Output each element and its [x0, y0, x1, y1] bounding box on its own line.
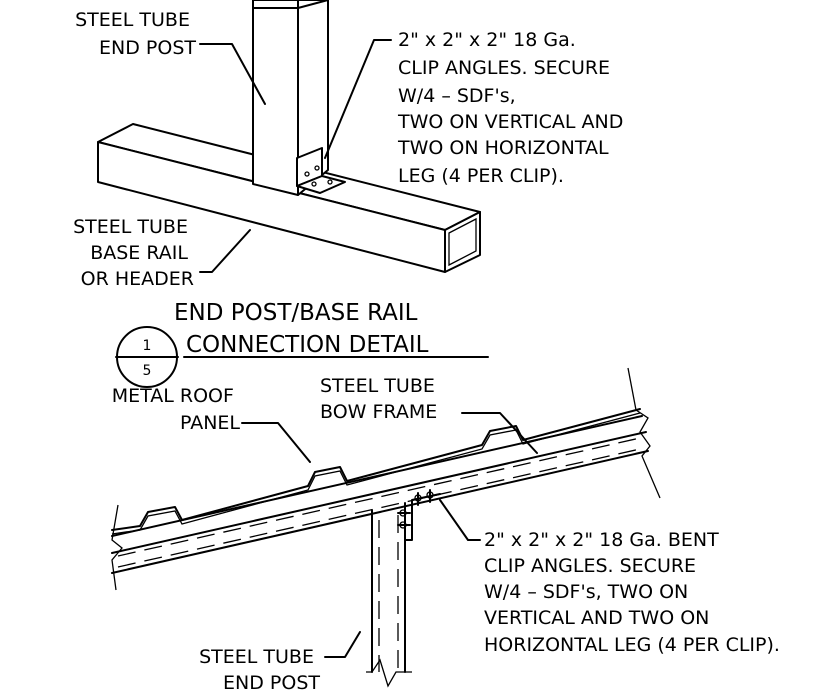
detail-callout-bubble: 1 5	[115, 326, 179, 388]
bow-frame-label: STEEL TUBE BOW FRAME	[320, 375, 441, 423]
clip-angle-top	[296, 147, 346, 194]
bow-frame-label-line-2: BOW FRAME	[320, 401, 437, 423]
detail-number: 1	[143, 338, 152, 354]
clip-note-top: 2" x 2" x 2" 18 Ga. CLIP ANGLES. SECURE …	[397, 29, 629, 187]
leader-base-rail	[199, 229, 251, 273]
leader-roof-panel	[241, 422, 311, 463]
leader-clip-bottom	[439, 499, 481, 541]
clip-note-bottom: 2" x 2" x 2" 18 Ga. BENT CLIP ANGLES. SE…	[484, 529, 780, 656]
leader-clip-top	[324, 39, 392, 159]
clip-note-top-line-2: CLIP ANGLES. SECURE	[398, 57, 610, 79]
clip-note-top-line-4: TWO ON VERTICAL AND	[397, 111, 623, 133]
roof-panel-label-line-1: METAL ROOF	[112, 385, 234, 407]
clip-note-top-line-6: LEG (4 PER CLIP).	[398, 165, 564, 187]
clip-note-bottom-line-5: HORIZONTAL LEG (4 PER CLIP).	[484, 634, 780, 656]
base-rail-label-line-1: STEEL TUBE	[73, 216, 188, 238]
base-rail-label: STEEL TUBE BASE RAIL OR HEADER	[73, 216, 194, 290]
base-rail-label-line-2: BASE RAIL	[90, 242, 188, 264]
end-post-label-line-1: STEEL TUBE	[75, 9, 190, 31]
end-post-bottom-line-1: STEEL TUBE	[199, 646, 314, 668]
clip-note-bottom-line-1: 2" x 2" x 2" 18 Ga. BENT	[484, 529, 719, 551]
clip-note-top-line-5: TWO ON HORIZONTAL	[397, 137, 609, 159]
end-post-label-bottom: STEEL TUBE END POST	[199, 646, 320, 694]
detail-title-line-2: CONNECTION DETAIL	[186, 332, 429, 358]
end-post-drawing	[252, 0, 329, 196]
base-rail-label-line-3: OR HEADER	[81, 268, 194, 290]
end-post-bottom-line-2: END POST	[223, 672, 320, 694]
bow-frame-drawing	[111, 367, 661, 591]
clip-angle-bottom	[397, 489, 441, 541]
clip-note-top-line-1: 2" x 2" x 2" 18 Ga.	[398, 29, 576, 51]
leader-end-post-bottom	[324, 631, 361, 658]
sheet-number: 5	[143, 363, 152, 379]
roof-panel-label-line-2: PANEL	[180, 412, 240, 434]
detail-title-line-1: END POST/BASE RAIL	[174, 300, 418, 326]
clip-note-bottom-line-3: W/4 – SDF's, TWO ON	[484, 581, 688, 603]
leader-end-post	[199, 43, 266, 105]
clip-note-bottom-line-2: CLIP ANGLES. SECURE	[484, 555, 696, 577]
roof-panel-label: METAL ROOF PANEL	[112, 385, 241, 434]
end-post-label-line-2: END POST	[99, 37, 196, 59]
end-post-bottom-drawing	[366, 502, 412, 688]
clip-note-top-line-3: W/4 – SDF's,	[398, 85, 516, 107]
clip-note-bottom-line-4: VERTICAL AND TWO ON	[484, 607, 709, 629]
end-post-label-top: STEEL TUBE END POST	[75, 9, 196, 59]
leader-bow-frame	[461, 412, 538, 454]
bow-frame-label-line-1: STEEL TUBE	[320, 375, 435, 397]
